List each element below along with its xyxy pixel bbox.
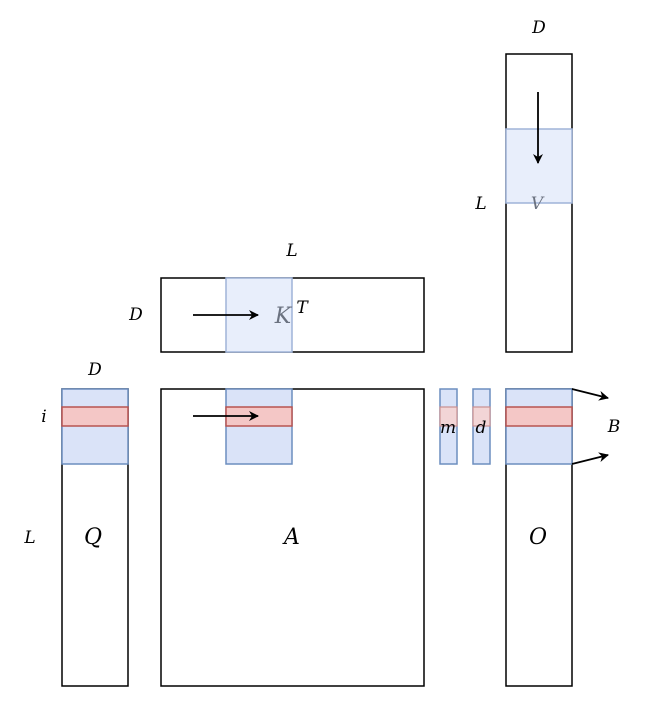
v-block [505,128,573,204]
q-matrix: D i L Q [23,360,129,687]
q-side-dim-label: L [23,528,35,548]
o-out-arrow-top [571,388,609,401]
o-matrix: B O [505,388,621,687]
o-row [505,406,573,427]
m-name-label: m [440,418,456,438]
kt-matrix: L D K T [128,241,425,353]
d-row [472,406,491,427]
kt-superscript: T [296,298,309,318]
v-matrix: D L V [474,18,573,353]
d-name-label: d [476,418,487,438]
m-vector: m [439,388,458,465]
q-top-dim-label: D [87,360,102,380]
v-side-dim-label: L [474,194,486,214]
v-name-label: V [531,194,545,214]
v-top-dim-label: D [531,18,546,38]
q-name-label: Q [84,525,102,550]
o-out-arrow-bottom [571,452,609,465]
m-row [439,406,458,427]
q-row [61,406,129,427]
kt-top-dim-label: L [285,241,297,261]
block-label: B [607,417,621,437]
kt-side-dim-label: D [128,305,143,325]
d-vector: d [472,388,491,465]
a-name-label: A [282,525,300,550]
a-matrix: A [160,388,425,687]
row-index-label: i [41,407,46,427]
kt-name-label: K [274,304,293,329]
o-name-label: O [529,525,547,550]
